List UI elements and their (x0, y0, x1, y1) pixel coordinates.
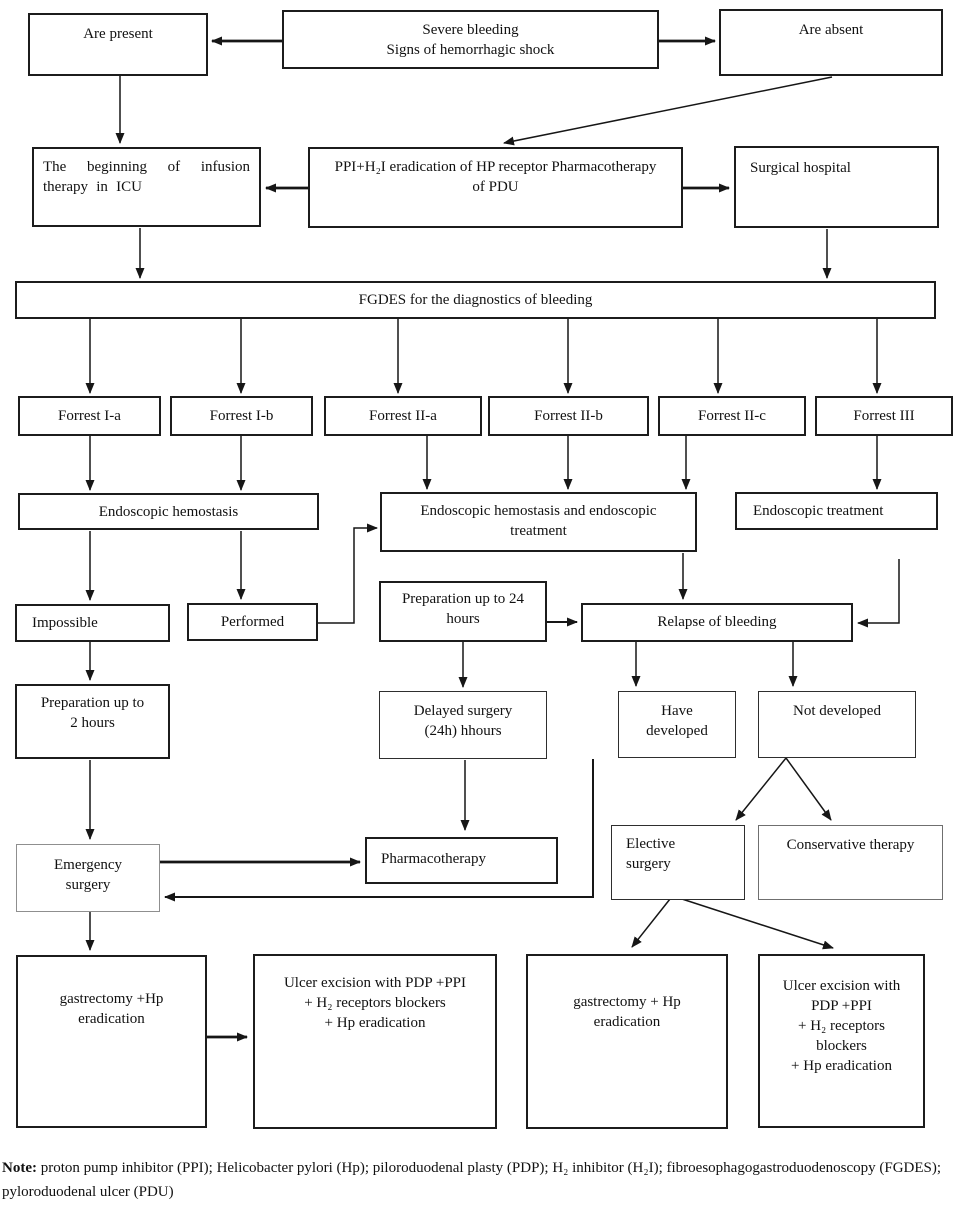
arrow-not-to-conservative (785, 757, 832, 821)
node-forrest-2c: Forrest II-c (658, 396, 806, 436)
arrow-endotreat-to-relapse (857, 559, 900, 628)
arrow-elective-to-gastrectomy2 (631, 898, 671, 948)
node-ppi-pharmacotherapy: PPI+H₂I eradication of HP receptor Pharm… (308, 147, 683, 228)
node-conservative-therapy: Conservative therapy (758, 825, 943, 900)
arrow-performed-to-endoht (318, 523, 378, 624)
arrow-elective-to-ulcer2 (681, 898, 834, 950)
node-pharmacotherapy: Pharmacotherapy (365, 837, 558, 884)
footnote: Note: proton pump inhibitor (PPI); Helic… (2, 1156, 960, 1205)
node-have-developed: Have developed (618, 691, 736, 758)
node-infusion-therapy-icu: The beginning of infusion therapy in ICU (32, 147, 261, 227)
node-are-present: Are present (28, 13, 208, 76)
footnote-label: Note: (2, 1160, 37, 1176)
node-performed: Performed (187, 603, 318, 641)
node-impossible: Impossible (15, 604, 170, 642)
node-not-developed: Not developed (758, 691, 916, 758)
footnote-body: proton pump inhibitor (PPI); Helicobacte… (2, 1160, 942, 1201)
node-relapse-of-bleeding: Relapse of bleeding (581, 603, 853, 642)
node-endoscopic-treatment: Endoscopic treatment (735, 492, 938, 530)
node-delayed-surgery: Delayed surgery (24h) hhours (379, 691, 547, 759)
node-forrest-1a: Forrest I-a (18, 396, 161, 436)
node-surgical-hospital: Surgical hospital (734, 146, 939, 228)
node-forrest-3: Forrest III (815, 396, 953, 436)
node-ulcer-excision-1: Ulcer excision with PDP +PPI + H₂ recept… (253, 954, 497, 1129)
node-endoscopic-hemostasis: Endoscopic hemostasis (18, 493, 319, 530)
node-preparation-24h: Preparation up to 24 hours (379, 581, 547, 642)
node-gastrectomy-hp-1: gastrectomy +Hp eradication (16, 955, 207, 1128)
arrow-not-to-elective (735, 757, 787, 821)
arrow-absent-to-ppi (503, 76, 833, 146)
node-gastrectomy-hp-2: gastrectomy + Hp eradication (526, 954, 728, 1129)
node-forrest-2b: Forrest II-b (488, 396, 649, 436)
node-endoscopic-hemostasis-treatment: Endoscopic hemostasis and endoscopic tre… (380, 492, 697, 552)
node-forrest-1b: Forrest I-b (170, 396, 313, 436)
node-are-absent: Are absent (719, 9, 943, 76)
node-forrest-2a: Forrest II-a (324, 396, 482, 436)
node-fgdes: FGDES for the diagnostics of bleeding (15, 281, 936, 319)
arrow-return-to-emergency (164, 759, 594, 902)
node-elective-surgery: Elective surgery (611, 825, 745, 900)
node-preparation-2h: Preparation up to 2 hours (15, 684, 170, 759)
node-severe-bleeding: Severe bleeding Signs of hemorrhagic sho… (282, 10, 659, 69)
node-emergency-surgery: Emergency surgery (16, 844, 160, 912)
node-ulcer-excision-2: Ulcer excision with PDP +PPI + H₂ recept… (758, 954, 925, 1128)
